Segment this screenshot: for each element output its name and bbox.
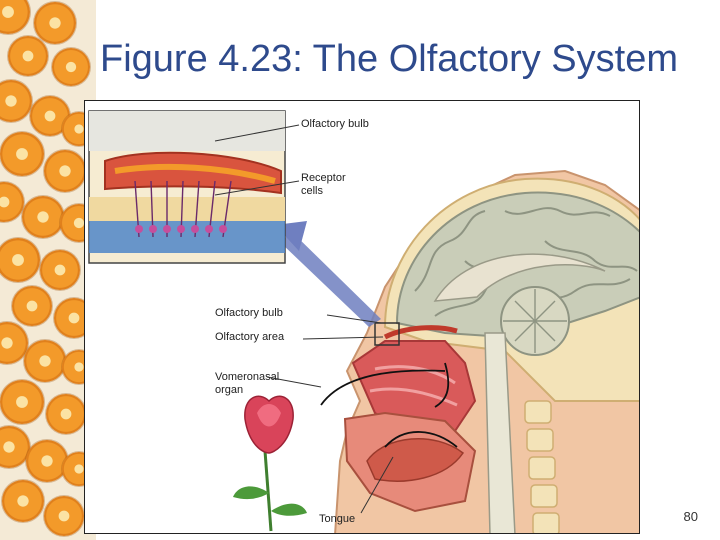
label-vomeronasal-organ: Vomeronasal organ bbox=[215, 371, 305, 397]
label-tongue: Tongue bbox=[319, 513, 355, 526]
label-olfactory-bulb: Olfactory bulb bbox=[215, 307, 283, 320]
page-number: 80 bbox=[684, 509, 698, 524]
label-receptor-cells: Receptor cells bbox=[301, 172, 361, 198]
rose bbox=[233, 396, 307, 531]
label-olfactory-bulb-inset: Olfactory bulb bbox=[301, 118, 369, 131]
orange-slice-decoration bbox=[0, 0, 96, 540]
olfactory-illustration bbox=[85, 101, 640, 534]
inset-panel bbox=[89, 111, 285, 263]
olfactory-figure: Olfactory bulb Receptor cells Olfactory … bbox=[84, 100, 640, 534]
label-olfactory-area: Olfactory area bbox=[215, 331, 284, 344]
slide-title: Figure 4.23: The Olfactory System bbox=[100, 36, 700, 100]
